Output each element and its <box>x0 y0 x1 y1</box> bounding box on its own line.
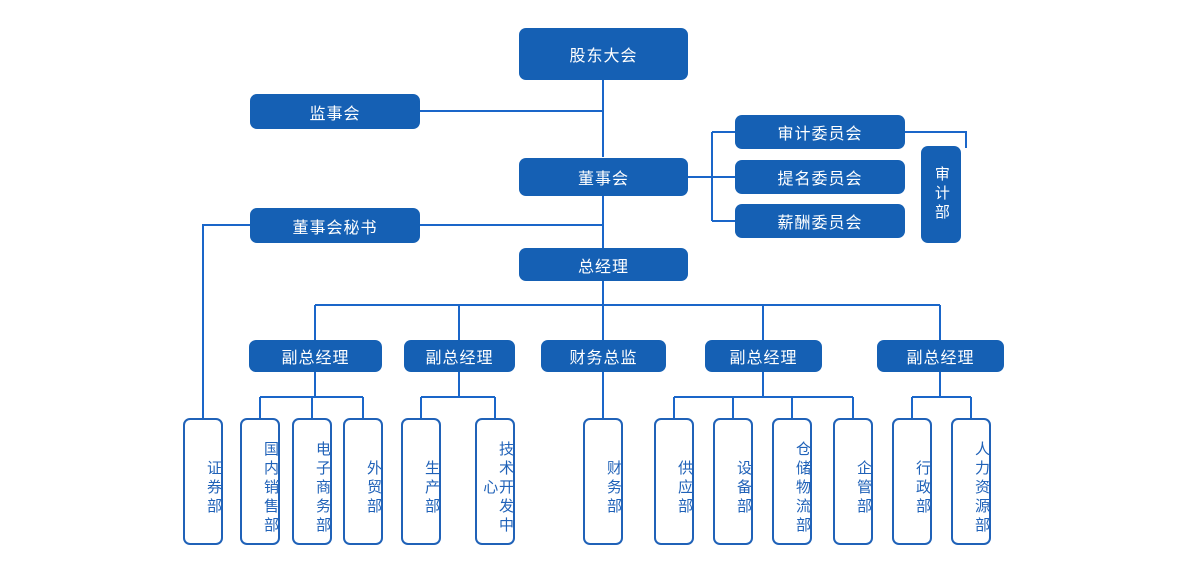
node-administration-department[interactable]: 行政部 <box>892 418 932 545</box>
node-board-of-directors[interactable]: 董事会 <box>519 158 688 196</box>
node-domestic-sales-department[interactable]: 国内销售部 <box>240 418 280 545</box>
node-equipment-department[interactable]: 设备部 <box>713 418 753 545</box>
node-remuneration-committee[interactable]: 薪酬委员会 <box>735 204 905 238</box>
node-securities-department[interactable]: 证券部 <box>183 418 223 545</box>
line-secretary-to-securities <box>202 224 250 418</box>
node-audit-department[interactable]: 审计部 <box>921 146 961 243</box>
node-deputy-gm-2[interactable]: 副总经理 <box>404 340 515 372</box>
node-foreign-trade-department[interactable]: 外贸部 <box>343 418 383 545</box>
node-production-department[interactable]: 生产部 <box>401 418 441 545</box>
node-human-resources-department[interactable]: 人力资源部 <box>951 418 991 545</box>
line-audit-committee-to-audit-department <box>905 131 967 148</box>
node-general-manager[interactable]: 总经理 <box>519 248 688 281</box>
node-ecommerce-department[interactable]: 电子商务部 <box>292 418 332 545</box>
node-shareholders-meeting[interactable]: 股东大会 <box>519 28 688 80</box>
node-cfo[interactable]: 财务总监 <box>541 340 666 372</box>
node-supervisory-board[interactable]: 监事会 <box>250 94 420 129</box>
node-enterprise-management-department[interactable]: 企管部 <box>833 418 873 545</box>
node-nomination-committee[interactable]: 提名委员会 <box>735 160 905 194</box>
node-finance-department[interactable]: 财务部 <box>583 418 623 545</box>
node-deputy-gm-1[interactable]: 副总经理 <box>249 340 382 372</box>
node-board-secretary[interactable]: 董事会秘书 <box>250 208 420 243</box>
node-warehouse-logistics-department[interactable]: 仓储物流部 <box>772 418 812 545</box>
node-audit-committee[interactable]: 审计委员会 <box>735 115 905 149</box>
node-deputy-gm-3[interactable]: 副总经理 <box>705 340 822 372</box>
node-supply-department[interactable]: 供应部 <box>654 418 694 545</box>
node-tech-development-center[interactable]: 技术开发中心 <box>475 418 515 545</box>
node-deputy-gm-4[interactable]: 副总经理 <box>877 340 1004 372</box>
